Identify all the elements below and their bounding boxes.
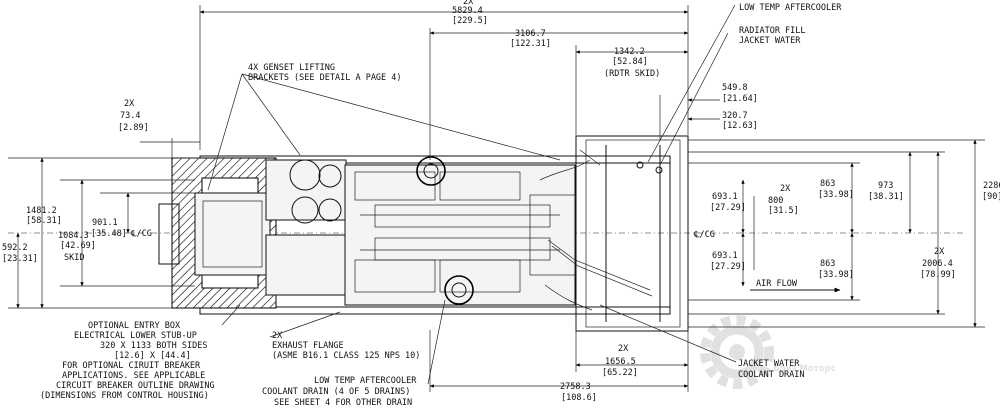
generator-housing — [194, 159, 347, 296]
dim-73-prefix: 2X — [124, 99, 135, 109]
exhaust-flange-bottom — [444, 275, 474, 305]
low-temp-aftercooler-top-label: LOW TEMP AFTERCOOLER — [739, 3, 842, 13]
dim-973-value: 973 — [878, 181, 893, 191]
entry-box-label-4: [12.6] X [44.4] — [114, 351, 191, 361]
ltac-drain-label-1: LOW TEMP AFTERCOOLER — [314, 376, 417, 386]
exhaust-flange-spec: (ASME B16.1 CLASS 125 NPS 10) — [272, 351, 420, 361]
dim-1656-value: 1656.5 — [605, 357, 636, 367]
dim-2006-prefix: 2X — [934, 247, 945, 257]
dim-863-upper-inch: [33.98] — [818, 190, 854, 200]
dim-2006-inch: [78.99] — [920, 270, 956, 280]
dimension-lines — [8, 5, 985, 392]
dim-863-lower-value: 863 — [820, 259, 835, 269]
dim-320-inch: [12.63] — [722, 121, 758, 131]
overall-length-prefix: 2X — [463, 0, 474, 7]
dim-693-upper-value: 693.1 — [712, 192, 738, 202]
exhaust-flange-label: EXHAUST FLANGE — [272, 341, 344, 351]
entry-box-label-1: OPTIONAL ENTRY BOX — [88, 321, 181, 331]
radiator-fill-points — [579, 149, 663, 174]
overall-length-value: 5829.4 — [452, 6, 483, 16]
dim-549-inch: [21.64] — [722, 94, 758, 104]
dim-549-value: 549.8 — [722, 83, 748, 93]
jacket-water-drain-label-1: JACKET WATER — [738, 359, 800, 369]
rdtr-skid-label: (RDTR SKID) — [604, 69, 660, 79]
dim-2006-value: 2006.4 — [922, 259, 953, 269]
dim-693-lower-value: 693.1 — [712, 251, 738, 261]
watermark-logo: Бриз Моторс — [700, 315, 836, 389]
dim-3106-inch: [122.31] — [510, 39, 551, 49]
dim-3106-value: 3106.7 — [515, 29, 546, 39]
skid-label: SKID — [64, 253, 84, 263]
entry-box-label-8: (DIMENSIONS FROM CONTROL HOUSING) — [40, 391, 209, 401]
ltac-drain-label-2: COOLANT DRAIN (4 OF 5 DRAINS) — [262, 387, 410, 397]
ltac-drain-label-3: SEE SHEET 4 FOR OTHER DRAIN — [274, 398, 412, 408]
jacket-water-drain-label-2: COOLANT DRAIN — [738, 370, 805, 380]
dim-901-inch: [35.48] — [91, 229, 127, 239]
dim-1084-value: 1084.3 — [58, 231, 89, 241]
entry-box-label-6: APPLICATIONS. SEE APPLICABLE — [62, 371, 205, 381]
entry-box-label-7: CIRCUIT BREAKER OUTLINE DRAWING — [56, 381, 215, 391]
dim-73-inch: [2.89] — [118, 123, 149, 133]
dim-592-value: 592.2 — [2, 243, 28, 253]
dim-1342-value: 1342.2 — [614, 47, 645, 57]
dim-1342-inch: [52.84] — [612, 57, 648, 67]
dim-800-inch: [31.5] — [768, 206, 799, 216]
dim-2286-value: 2286 — [983, 181, 1000, 191]
dim-693-upper-inch: [27.29] — [710, 203, 746, 213]
engine-block — [344, 159, 653, 311]
dim-1656-inch: [65.22] — [602, 368, 638, 378]
dim-1656-prefix: 2X — [618, 344, 629, 354]
dim-863-lower-inch: [33.98] — [818, 270, 854, 280]
exhaust-flange-top — [416, 156, 446, 186]
dim-1481-value: 1481.2 — [26, 206, 57, 216]
dim-2758-inch: [108.6] — [561, 393, 597, 403]
entry-box-label-3: 320 X 1133 BOTH SIDES — [100, 341, 207, 351]
dim-2758-value: 2758.3 — [560, 382, 591, 392]
overall-length-inch: [229.5] — [452, 16, 488, 26]
radiator-fill-label-1: RADIATOR FILL — [739, 26, 806, 36]
dim-901-value: 901.1 — [92, 218, 118, 228]
dim-1481-inch: [58.31] — [26, 216, 62, 226]
lifting-bracket-label-2: BRACKETS (SEE DETAIL A PAGE 4) — [248, 73, 402, 83]
air-flow-label: AIR FLOW — [756, 279, 798, 289]
dim-800-prefix: 2X — [780, 184, 791, 194]
gear-icon — [700, 315, 774, 389]
dim-800-value: 800 — [768, 196, 783, 206]
dim-863-upper-value: 863 — [820, 179, 835, 189]
dim-693-lower-inch: [27.29] — [710, 262, 746, 272]
radiator-fill-label-2: JACKET WATER — [739, 36, 801, 46]
entry-box-label-5: FOR OPTIONAL CIRUIT BREAKER — [62, 361, 201, 371]
lifting-bracket-label-1: 4X GENSET LIFTING — [248, 63, 335, 73]
dim-73-value: 73.4 — [120, 111, 140, 121]
watermark-text: Бриз Моторс — [773, 364, 836, 374]
exhaust-flange-prefix: 2X — [272, 331, 283, 341]
dim-320-value: 320.7 — [722, 111, 748, 121]
centerline-cg-left: ℄/CG — [130, 229, 152, 239]
dim-592-inch: [23.31] — [2, 254, 38, 264]
dim-973-inch: [38.31] — [868, 192, 904, 202]
dim-1084-inch: [42.69] — [60, 241, 96, 251]
centerline-cg-right: ℄/CG — [693, 230, 715, 240]
entry-box-label-2: ELECTRICAL LOWER STUB-UP — [74, 331, 197, 341]
dim-2286-inch: [90] — [982, 192, 1000, 202]
leader-lines — [207, 4, 737, 385]
